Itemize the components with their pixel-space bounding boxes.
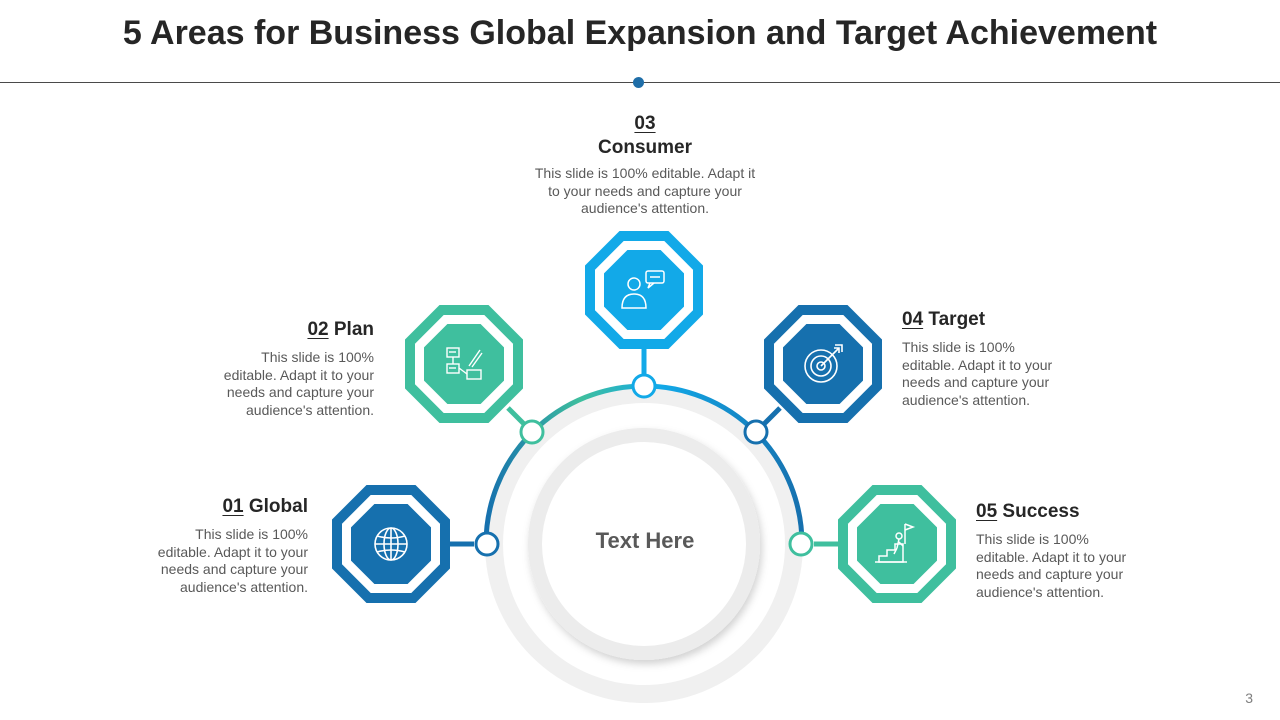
connector-nodes <box>474 373 814 557</box>
consumer-speech-icon <box>621 270 665 309</box>
area-global-description: This slide is 100% editable. Adapt it to… <box>157 526 308 595</box>
area-consumer-number: 03 <box>634 113 656 134</box>
area-success: 05 Success This slide is 100% editable. … <box>976 500 1176 601</box>
slide-title: 5 Areas for Business Global Expansion an… <box>122 14 1158 52</box>
area-global-title: 01 Global <box>222 496 308 517</box>
node-global <box>474 531 500 557</box>
node-plan <box>519 419 545 445</box>
octagon-consumer <box>585 231 703 349</box>
title-divider-dot <box>633 77 644 88</box>
octagon-global <box>332 485 450 603</box>
hub-label: Text Here <box>595 528 695 553</box>
success-flag-icon <box>875 523 916 563</box>
area-plan-title: 02 Plan <box>307 319 374 340</box>
octagon-plan <box>405 305 523 423</box>
area-plan-description: This slide is 100% editable. Adapt it to… <box>223 349 374 418</box>
octagon-success <box>838 485 956 603</box>
node-success <box>788 531 814 557</box>
area-target-description: This slide is 100% editable. Adapt it to… <box>902 339 1053 408</box>
octagon-target <box>764 305 882 423</box>
node-consumer <box>631 373 657 399</box>
area-target: 04 Target This slide is 100% editable. A… <box>902 308 1102 409</box>
globe-icon <box>374 527 408 561</box>
area-plan: 02 Plan This slide is 100% editable. Ada… <box>174 318 374 419</box>
area-consumer-description: This slide is 100% editable. Adapt it to… <box>534 165 756 216</box>
area-target-title: 04 Target <box>902 309 986 330</box>
area-global: 01 Global This slide is 100% editable. A… <box>108 495 308 596</box>
target-arrow-icon <box>804 344 843 383</box>
node-target <box>743 419 769 445</box>
area-consumer-title: Consumer <box>598 137 692 158</box>
connector-spokes <box>450 348 838 547</box>
area-consumer: 03 Consumer This slide is 100% editable.… <box>520 112 770 218</box>
hub-disc <box>528 428 760 660</box>
flowchart-plan-icon <box>446 347 483 380</box>
page-number: 3 <box>1245 690 1253 706</box>
area-success-title: 05 Success <box>976 501 1080 522</box>
area-success-description: This slide is 100% editable. Adapt it to… <box>976 531 1127 600</box>
